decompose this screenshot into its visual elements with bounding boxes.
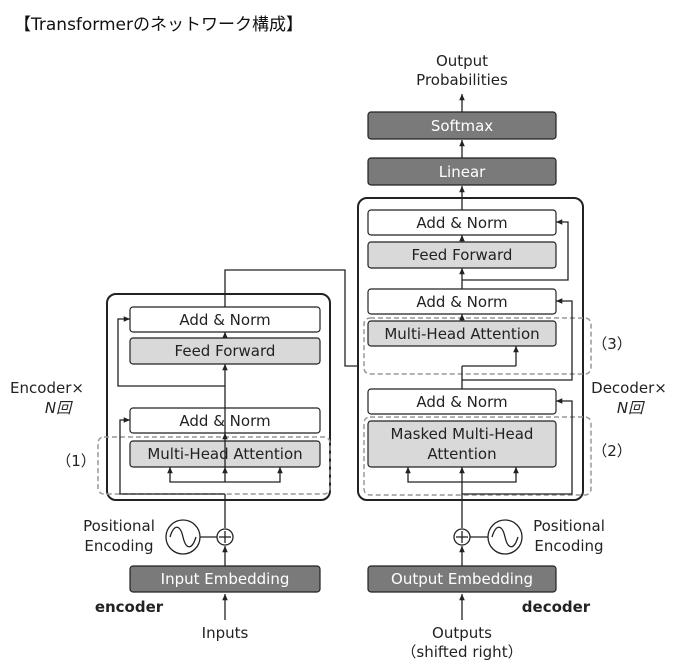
decoder-multi-head-attention-label: Multi-Head Attention — [384, 325, 539, 343]
linear-layer — [367, 157, 557, 186]
outputs-label-2: （shifted right） — [401, 643, 522, 661]
linear-layer-label: Linear — [439, 163, 486, 181]
inputs-label: Inputs — [202, 624, 249, 642]
decoder-masked-label-2: Attention — [427, 445, 496, 463]
decoder-positional-label-1: Positional — [533, 517, 605, 535]
diagram-title: 【Transformerのネットワーク構成】 — [14, 15, 303, 35]
decoder-marker-3: （3） — [592, 335, 632, 353]
decoder-add-norm-2-label: Add & Norm — [416, 293, 507, 311]
decoder-repeat-label-2: N回 — [617, 399, 645, 417]
output-embedding — [367, 565, 557, 593]
decoder-label: decoder — [522, 598, 591, 616]
output-probabilities-label-1: Output — [436, 52, 488, 70]
output-probabilities-label-2: Probabilities — [416, 71, 508, 89]
decoder-marker-2: （2） — [592, 442, 632, 460]
output-embedding-label: Output Embedding — [391, 570, 533, 588]
decoder-add-norm-1-label: Add & Norm — [416, 393, 507, 411]
input-embedding — [129, 565, 321, 593]
softmax-layer-label: Softmax — [431, 117, 493, 135]
decoder-positional-label-2: Encoding — [534, 537, 603, 555]
encoder-repeat-label-2: N回 — [45, 399, 73, 417]
decoder-attention-highlight — [363, 317, 592, 375]
encoder-label: encoder — [95, 598, 164, 616]
encoder-repeat-label-1: Encoder× — [10, 379, 84, 397]
encoder-marker-1: （1） — [56, 452, 96, 470]
decoder-connections — [405, 94, 573, 620]
outputs-label-1: Outputs — [432, 624, 492, 642]
encoder-positional-label-1: Positional — [83, 517, 155, 535]
decoder-masked-attention-highlight — [363, 416, 592, 496]
decoder-add-norm-3-label: Add & Norm — [416, 214, 507, 232]
softmax-layer — [367, 111, 557, 140]
encoder-positional-label-2: Encoding — [84, 537, 153, 555]
decoder-feed-forward-label: Feed Forward — [412, 246, 513, 264]
decoder-masked-label-1: Masked Multi-Head — [391, 425, 534, 443]
input-embedding-label: Input Embedding — [161, 570, 290, 588]
encoder-feed-forward-label: Feed Forward — [175, 342, 276, 360]
encoder-add-norm-2-label: Add & Norm — [179, 311, 270, 329]
decoder-repeat-label-1: Decoder× — [591, 379, 667, 397]
